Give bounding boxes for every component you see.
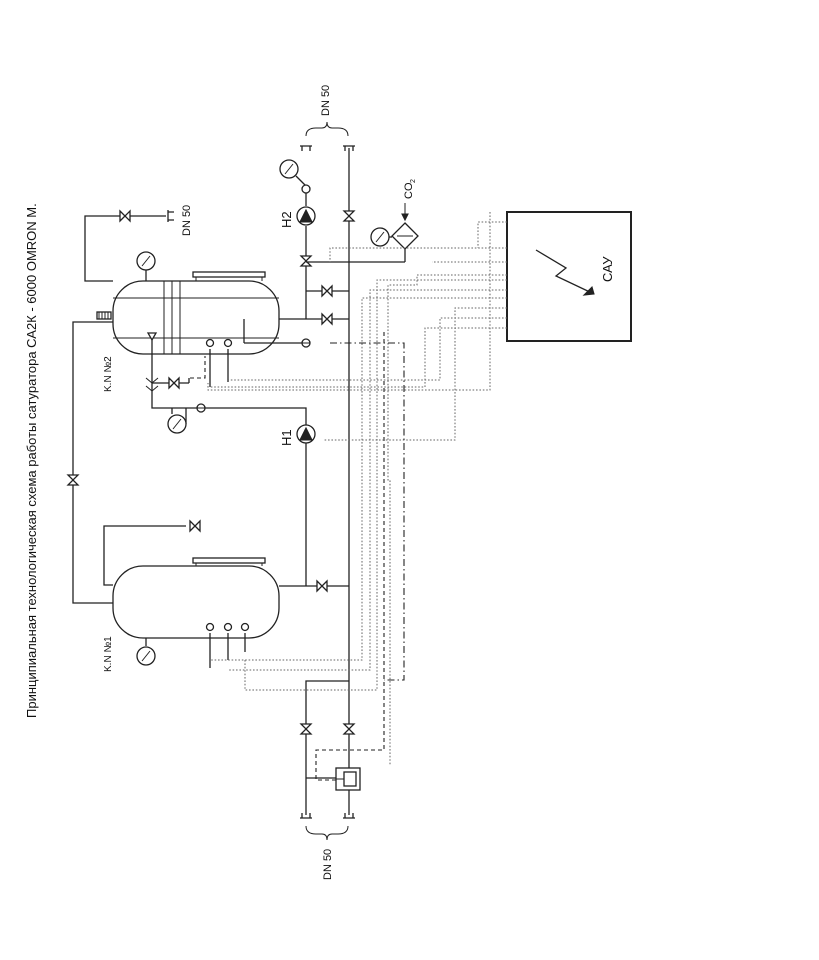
pump-h1-label: H1: [279, 429, 294, 446]
valves: [66, 184, 356, 735]
reducer-icon: [145, 377, 159, 392]
safety-valve-icon: [96, 311, 112, 320]
pressure-gauge-icon: [167, 408, 187, 434]
brace-icon: [305, 825, 349, 841]
check-valve-icon: [301, 184, 311, 194]
valve-icon: [342, 723, 356, 735]
flange-icon: [343, 145, 355, 151]
co2-filter-icon: [391, 203, 419, 250]
level-indicator-icon: [146, 332, 158, 342]
piping: [72, 148, 350, 815]
level-sensor-icon: [240, 622, 250, 632]
controller-box: [506, 211, 632, 342]
brace-icon: [305, 121, 349, 137]
diagram-title: Принципиальная технологическая схема раб…: [24, 203, 39, 718]
level-sensor-icon: [223, 338, 233, 348]
pump-h2-icon: [296, 206, 316, 226]
check-valve-icon: [301, 338, 311, 348]
level-sensor-icon: [223, 622, 233, 632]
valve-icon: [342, 210, 356, 222]
valve-icon: [168, 376, 180, 390]
tank-1-label: K.N №1: [103, 636, 114, 672]
dn50-vent-label: DN 50: [181, 205, 193, 236]
flow-meter-icon: [335, 767, 361, 791]
dn50-bottom-label: DN 50: [322, 849, 334, 880]
valve-icon: [321, 312, 333, 326]
flange-icon: [300, 145, 312, 151]
flange-icon: [300, 813, 312, 819]
tank-2-label: K.N №2: [103, 356, 114, 392]
pressure-gauge-icon: [279, 159, 307, 187]
svg-text:2: 2: [410, 179, 417, 183]
tank-1: [112, 557, 280, 668]
pump-h2-label: H2: [279, 211, 294, 228]
level-sensor-icon: [205, 338, 215, 348]
dn50-top-label: DN 50: [320, 85, 332, 116]
valve-icon: [299, 723, 313, 735]
pressure-gauge-icon: [370, 227, 390, 247]
pressure-gauge-icon: [136, 646, 156, 666]
flange-icon: [167, 210, 174, 222]
control-wiring: [207, 212, 507, 766]
pump-h1-icon: [296, 424, 316, 444]
co2-label: CO 2: [403, 179, 417, 199]
valve-icon: [66, 474, 80, 486]
controller-label: САУ: [600, 256, 615, 282]
level-sensor-icon: [205, 622, 215, 632]
tank-2: [96, 251, 305, 387]
valve-icon: [189, 519, 201, 533]
pressure-gauge-icon: [136, 251, 156, 271]
check-valve-icon: [196, 403, 206, 413]
flange-icon: [343, 813, 355, 819]
svg-text:CO: CO: [403, 182, 415, 199]
valve-icon: [119, 209, 131, 223]
valve-icon: [299, 255, 313, 267]
valve-icon: [316, 579, 328, 593]
valve-icon: [321, 284, 333, 298]
